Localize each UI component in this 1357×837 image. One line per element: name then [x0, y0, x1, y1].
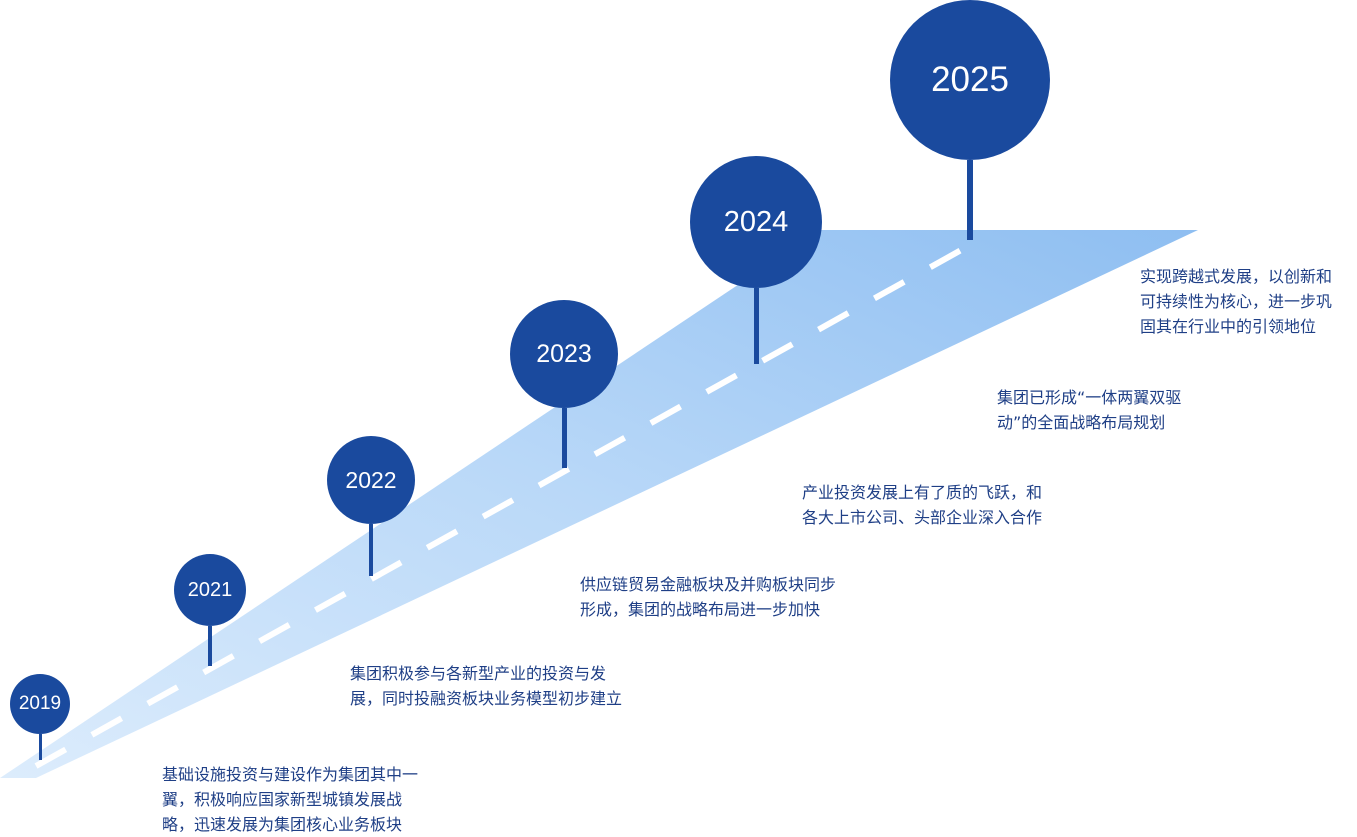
- year-pin: [561, 408, 567, 468]
- milestone-2019-description: 基础设施投资与建设作为集团其中一 翼，积极响应国家新型城镇发展战 略，迅速发展为…: [162, 765, 419, 834]
- year-pin: [208, 626, 212, 666]
- year-label: 2019: [18, 693, 62, 714]
- year-pin: [369, 524, 373, 576]
- year-label: 2024: [723, 205, 789, 238]
- milestone-2021-description: 集团积极参与各新型产业的投资与发 展，同时投融资板块业务模型初步建立: [350, 664, 623, 708]
- milestone-2022-description: 供应链贸易金融板块及并购板块同步 形成，集团的战略布局进一步加快: [580, 575, 837, 619]
- milestone-2024: 2024: [690, 156, 822, 364]
- year-circle: 2021: [174, 554, 246, 626]
- year-circle: 2023: [510, 300, 618, 408]
- road-surface: [0, 230, 1198, 778]
- milestone-2023: 2023: [510, 300, 618, 468]
- year-circle: 2022: [327, 436, 415, 524]
- road-center-dashes: [34, 241, 974, 769]
- year-circle: 2025: [890, 0, 1050, 160]
- year-pin: [38, 734, 42, 760]
- milestone-2025: 2025: [890, 0, 1050, 240]
- milestone-2025-description: 实现跨越式发展，以创新和 可持续性为核心，进一步巩 固其在行业中的引领地位: [1140, 267, 1333, 336]
- milestone-2024-description: 集团已形成“一体两翼双驱 动”的全面战略布局规划: [997, 388, 1182, 432]
- year-circle: 2019: [10, 674, 70, 734]
- year-pin: [967, 160, 973, 240]
- year-label: 2022: [345, 466, 397, 493]
- year-label: 2025: [931, 60, 1009, 99]
- year-label: 2023: [536, 339, 592, 368]
- milestone-2022: 2022: [327, 436, 415, 576]
- year-pin: [753, 288, 759, 364]
- year-label: 2021: [187, 578, 233, 601]
- year-circle: 2024: [690, 156, 822, 288]
- milestone-2023-description: 产业投资发展上有了质的飞跃，和 各大上市公司、头部企业深入合作: [802, 483, 1043, 527]
- milestone-2019: 2019: [10, 674, 70, 760]
- milestone-2021: 2021: [174, 554, 246, 666]
